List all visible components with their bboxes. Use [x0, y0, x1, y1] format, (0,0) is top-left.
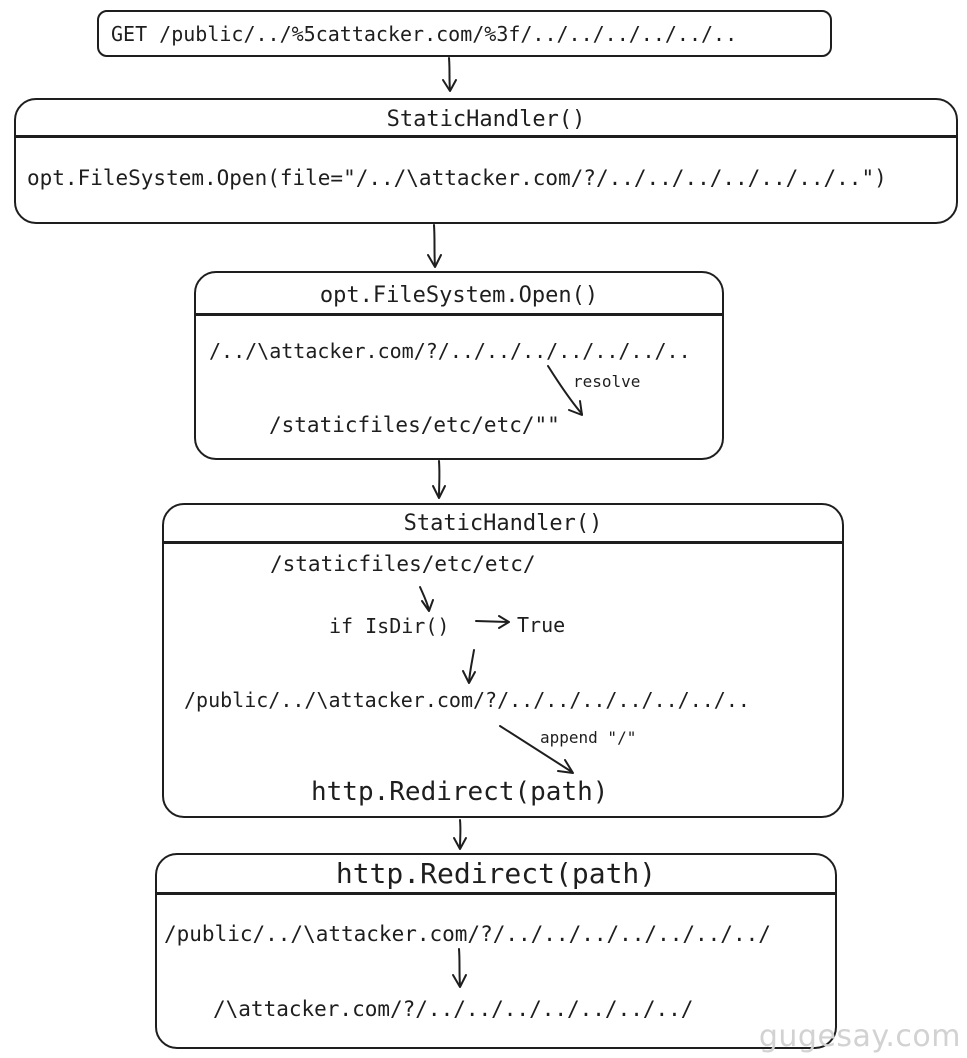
static-path: /staticfiles/etc/etc/ — [270, 552, 536, 576]
static-handler-box-2: StaticHandler() /staticfiles/etc/etc/ if… — [162, 503, 844, 818]
arrow-append — [499, 725, 573, 773]
arrow-to-isdir — [419, 586, 430, 611]
resolve-note: resolve — [573, 372, 641, 391]
redirect-input-path: /public/../\attacker.com/?/../../../../.… — [164, 922, 771, 946]
arrow-request-to-handler — [448, 57, 451, 91]
static-handler-title-2: StaticHandler() — [403, 511, 603, 536]
arrow-isdir-true — [475, 620, 509, 623]
redirect-path: /public/../\attacker.com/?/../../../../.… — [184, 688, 750, 712]
http-redirect-box: http.Redirect(path) /public/../\attacker… — [155, 853, 837, 1049]
static-handler-title-1: StaticHandler() — [386, 107, 586, 132]
arrow-handler-to-open — [433, 224, 436, 267]
arrow-resolve — [547, 365, 583, 415]
arrow-to-redirect-path — [468, 649, 475, 683]
watermark: gugesay.com — [758, 1019, 961, 1054]
arrow-to-final — [458, 948, 461, 986]
request-box: GET /public/../%5cattacker.com/%3f/../..… — [97, 10, 832, 57]
resolved-path: /staticfiles/etc/etc/"" — [269, 413, 560, 437]
isdir-check: if IsDir() — [329, 614, 450, 638]
header-divider — [162, 541, 844, 544]
filesystem-open-title: opt.FileSystem.Open() — [319, 283, 599, 308]
header-divider — [194, 313, 724, 316]
append-note: append "/" — [540, 728, 637, 747]
request-text: GET /public/../%5cattacker.com/%3f/../..… — [111, 22, 738, 46]
header-divider — [14, 135, 958, 138]
static-handler-box-1: StaticHandler() opt.FileSystem.Open(file… — [14, 98, 958, 224]
isdir-result: True — [517, 613, 566, 637]
header-divider — [155, 892, 837, 895]
filesystem-open-call: opt.FileSystem.Open(file="/../\attacker.… — [27, 166, 887, 190]
final-location: /\attacker.com/?/../../../../../../../ — [213, 997, 694, 1021]
http-redirect-title: http.Redirect(path) — [335, 857, 657, 890]
filesystem-open-box: opt.FileSystem.Open() /../\attacker.com/… — [194, 271, 724, 460]
input-path: /../\attacker.com/?/../../../../../../.. — [209, 339, 691, 363]
redirect-call: http.Redirect(path) — [311, 777, 609, 807]
